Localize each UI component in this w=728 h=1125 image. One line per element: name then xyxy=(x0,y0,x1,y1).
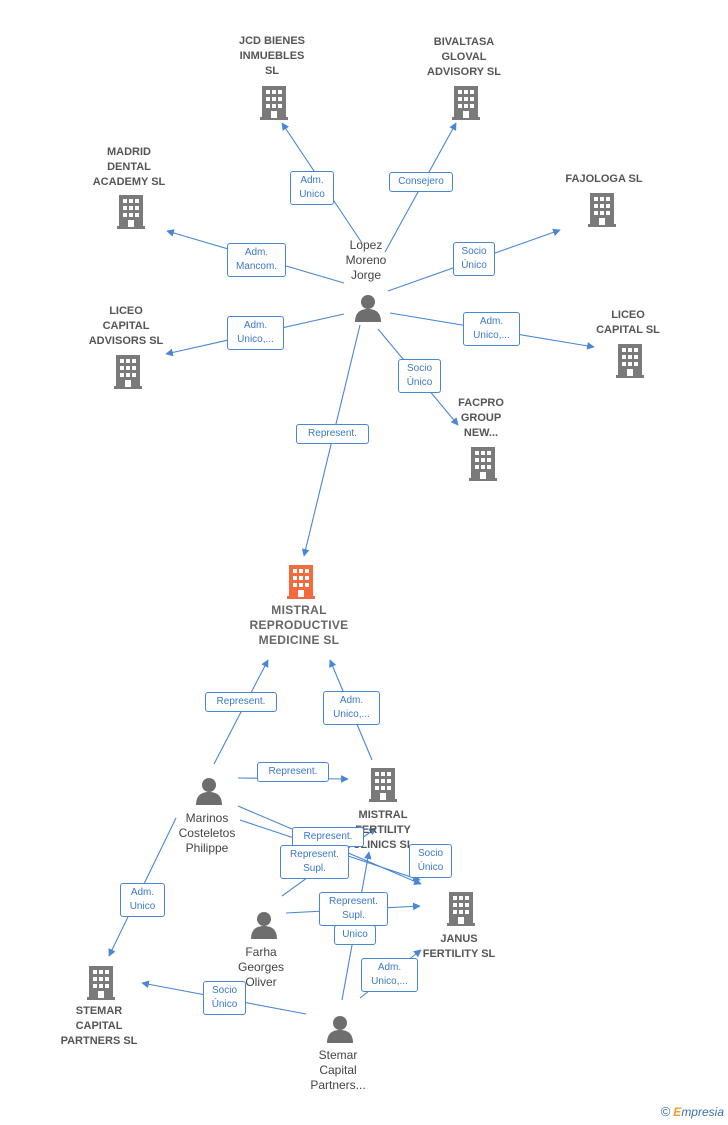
empresia-brand[interactable]: ©Empresia xyxy=(661,1104,724,1119)
node-label-madrid-dental[interactable]: MADRID DENTAL ACADEMY SL xyxy=(92,146,166,188)
building-icon xyxy=(114,355,142,389)
edge-label: Adm. Unico xyxy=(120,883,165,917)
edge-label: Consejero xyxy=(389,172,453,192)
edge-label: Adm. Mancom. xyxy=(227,243,286,277)
building-icon xyxy=(452,86,480,120)
person-label-lopez[interactable]: Lopez Moreno Jorge xyxy=(345,238,387,282)
node-label-stemar-cp[interactable]: STEMAR CAPITAL PARTNERS SL xyxy=(60,1005,138,1047)
building-icon-main xyxy=(287,565,315,599)
building-icon xyxy=(369,768,397,802)
edge-label: Represent. xyxy=(296,424,369,444)
person-icon xyxy=(251,912,277,939)
edge-label: Represent. xyxy=(205,692,277,712)
building-icon xyxy=(588,193,616,227)
node-label-liceo-capital[interactable]: LICEO CAPITAL SL xyxy=(596,309,660,336)
building-icon xyxy=(616,344,644,378)
edge-label: Socio Único xyxy=(453,242,495,276)
building-icon xyxy=(260,86,288,120)
edge-label: Adm. Unico,... xyxy=(227,316,284,350)
edge-label: Adm. Unico xyxy=(290,171,334,205)
main-company-label[interactable]: MISTRAL REPRODUCTIVE MEDICINE SL xyxy=(249,603,349,647)
node-label-liceo-advisors[interactable]: LICEO CAPITAL ADVISORS SL xyxy=(88,305,164,347)
person-label-marinos[interactable]: Marinos Costeletos Philippe xyxy=(178,811,236,855)
building-icon xyxy=(117,195,145,229)
edge-label: Socio Único xyxy=(409,844,452,878)
edge-label: Adm. Unico,... xyxy=(361,958,418,992)
person-label-farha[interactable]: Farha Georges Oliver xyxy=(237,945,285,989)
building-icon xyxy=(87,966,115,1000)
node-label-bivaltasa[interactable]: BIVALTASA GLOVAL ADVISORY SL xyxy=(427,36,501,78)
building-icon xyxy=(447,892,475,926)
copyright-symbol: © xyxy=(660,1104,671,1119)
node-label-facpro[interactable]: FACPRO GROUP NEW... xyxy=(458,397,504,439)
person-icon xyxy=(355,295,381,322)
person-icon xyxy=(196,778,222,805)
edge-label: Adm. Unico,... xyxy=(463,312,520,346)
edge-line xyxy=(213,659,269,765)
edge-label: Represent. xyxy=(292,827,364,847)
node-label-fajologa[interactable]: FAJOLOGA SL xyxy=(565,173,643,185)
edge-label: Socio Único xyxy=(203,981,246,1015)
person-icon xyxy=(327,1016,353,1043)
edge-label: Socio Único xyxy=(398,359,441,393)
brand-logo-letter: E xyxy=(673,1105,682,1119)
brand-name: mpresia xyxy=(681,1105,724,1119)
edge-label: Adm. Unico,... xyxy=(323,691,380,725)
node-label-jcd-bienes[interactable]: JCD BIENES INMUEBLES SL xyxy=(238,35,306,77)
person-label-stemar[interactable]: Stemar Capital Partners... xyxy=(310,1048,366,1092)
edge-label: Represent. Supl. xyxy=(319,892,388,926)
building-icon xyxy=(469,447,497,481)
node-label-janus[interactable]: JANUS FERTILITY SL xyxy=(422,933,496,960)
edge-label: Unico xyxy=(334,925,376,945)
edge-label: Represent. xyxy=(257,762,329,782)
edge-label: Represent. Supl. xyxy=(280,845,349,879)
